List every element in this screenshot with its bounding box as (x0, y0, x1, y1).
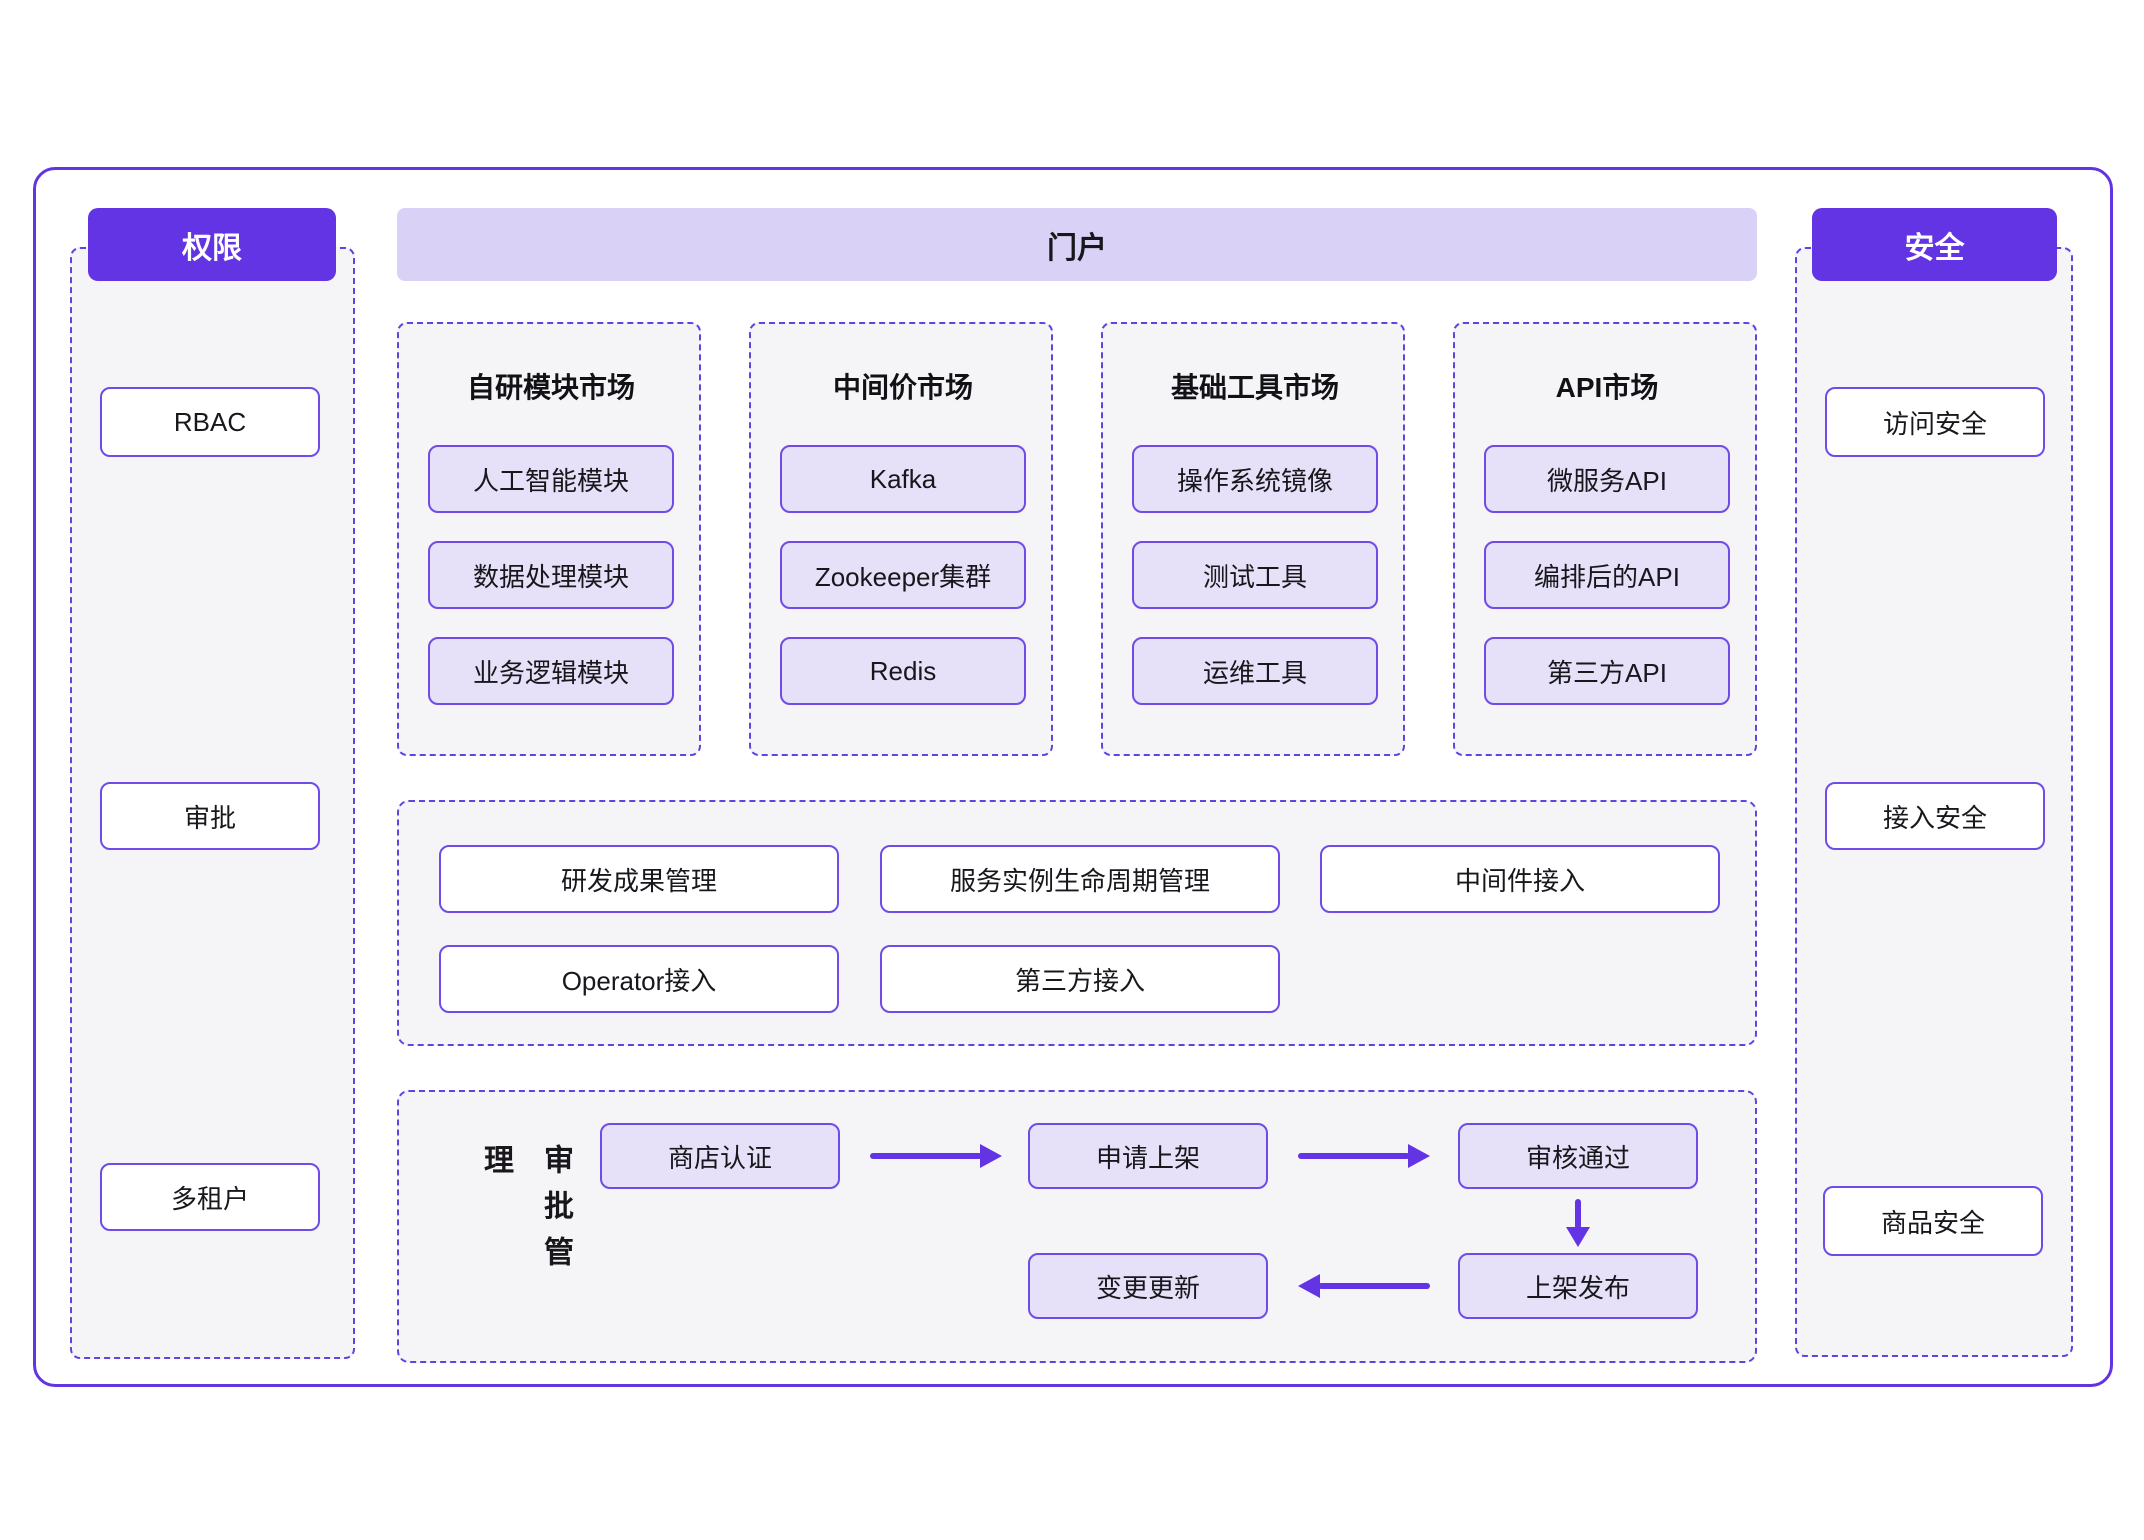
security-panel-header: 安全 (1812, 208, 2057, 281)
management-box-middleware-access: 中间件接入 (1320, 845, 1720, 913)
market-title: 自研模块市场 (466, 372, 635, 403)
permissions-item-multitenant: 多租户 (100, 1163, 320, 1231)
permissions-item-rbac: RBAC (100, 387, 320, 457)
market-item: 数据处理模块 (428, 541, 674, 609)
security-item-access: 访问安全 (1825, 387, 2045, 457)
market-item: 业务逻辑模块 (428, 637, 674, 705)
market-column-api: API市场 微服务API 编排后的API 第三方API (1453, 322, 1757, 756)
market-item: 运维工具 (1132, 637, 1378, 705)
arrow-right-icon (870, 1144, 1002, 1168)
management-box-thirdparty-access: 第三方接入 (880, 945, 1280, 1013)
arrow-right-icon (1298, 1144, 1430, 1168)
security-item-product: 商品安全 (1823, 1186, 2043, 1256)
arrow-left-icon (1298, 1274, 1430, 1298)
flow-step-apply-listing: 申请上架 (1028, 1123, 1268, 1189)
market-item: 测试工具 (1132, 541, 1378, 609)
management-box-operator-access: Operator接入 (439, 945, 839, 1013)
permissions-item-approval: 审批 (100, 782, 320, 850)
market-item: 微服务API (1484, 445, 1730, 513)
market-item: Kafka (780, 445, 1026, 513)
approval-flow-label: 审批管理 (479, 1144, 572, 1282)
flow-step-publish: 上架发布 (1458, 1253, 1698, 1319)
flow-step-store-certification: 商店认证 (600, 1123, 840, 1189)
management-section: 研发成果管理 服务实例生命周期管理 中间件接入 Operator接入 第三方接入 (397, 800, 1757, 1046)
market-column-middleware: 中间价市场 Kafka Zookeeper集群 Redis (749, 322, 1053, 756)
market-item: 人工智能模块 (428, 445, 674, 513)
market-title: 基础工具市场 (1170, 372, 1339, 403)
security-item-integration: 接入安全 (1825, 782, 2045, 850)
market-column-modules: 自研模块市场 人工智能模块 数据处理模块 业务逻辑模块 (397, 322, 701, 756)
market-title: 中间价市场 (832, 372, 973, 403)
flow-step-change-update: 变更更新 (1028, 1253, 1268, 1319)
flow-step-review-passed: 审核通过 (1458, 1123, 1698, 1189)
permissions-panel-header: 权限 (88, 208, 336, 281)
market-item: 操作系统镜像 (1132, 445, 1378, 513)
management-box-lifecycle: 服务实例生命周期管理 (880, 845, 1280, 913)
market-item: Zookeeper集群 (780, 541, 1026, 609)
portal-banner: 门户 (397, 208, 1757, 281)
management-box-rd-results: 研发成果管理 (439, 845, 839, 913)
market-column-tools: 基础工具市场 操作系统镜像 测试工具 运维工具 (1101, 322, 1405, 756)
arrow-down-icon (1566, 1199, 1590, 1247)
market-item: 编排后的API (1484, 541, 1730, 609)
market-item: 第三方API (1484, 637, 1730, 705)
market-title: API市场 (1555, 372, 1659, 403)
market-item: Redis (780, 637, 1026, 705)
